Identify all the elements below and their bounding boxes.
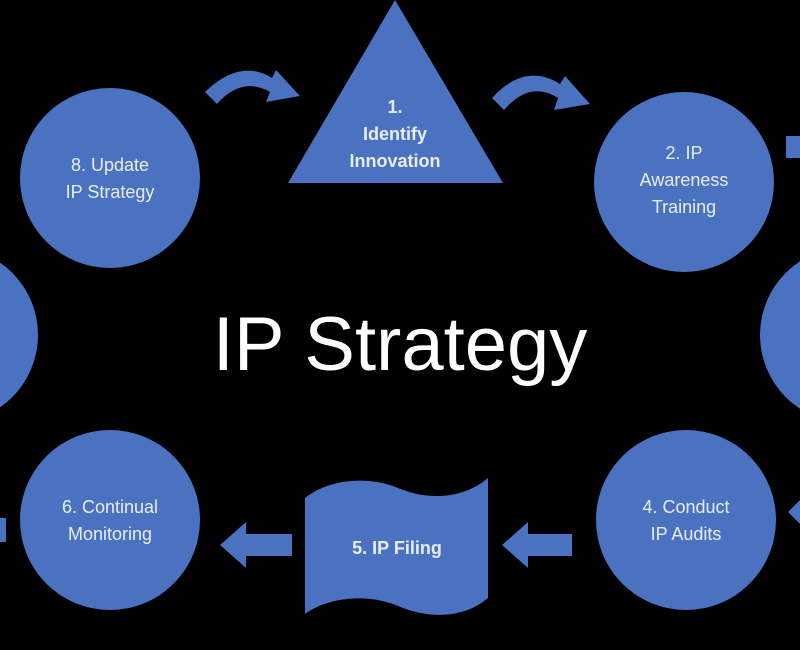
connector-3-to-4 bbox=[788, 500, 800, 524]
node-3-circle bbox=[760, 261, 800, 409]
connector-5-to-6 bbox=[220, 522, 292, 568]
node-5-label: 5. IP Filing bbox=[352, 538, 442, 558]
node-4-label: 4. Conduct IP Audits bbox=[642, 497, 730, 544]
node-5-wave-shape bbox=[305, 478, 488, 615]
node-8-circle bbox=[20, 88, 200, 268]
diagram-title: IP Strategy bbox=[212, 302, 588, 387]
connector-2-to-3 bbox=[786, 136, 800, 158]
node-6-circle bbox=[20, 430, 200, 610]
connector-1-to-2 bbox=[492, 75, 590, 110]
node-8-label: 8. Update IP Strategy bbox=[65, 155, 155, 202]
connector-4-to-5 bbox=[502, 522, 572, 568]
node-7-circle bbox=[0, 262, 38, 408]
node-2-circle bbox=[594, 92, 774, 272]
node-6-label: 6. Continual Monitoring bbox=[61, 497, 159, 544]
connector-8-to-1 bbox=[205, 70, 300, 104]
node-2-label: 2. IP Awareness Training bbox=[639, 143, 729, 217]
connector-6-to-7 bbox=[0, 518, 6, 542]
node-1-label: 1. Identify Innovation bbox=[349, 97, 441, 171]
node-4-circle bbox=[596, 430, 776, 610]
node-1-triangle bbox=[288, 0, 503, 183]
